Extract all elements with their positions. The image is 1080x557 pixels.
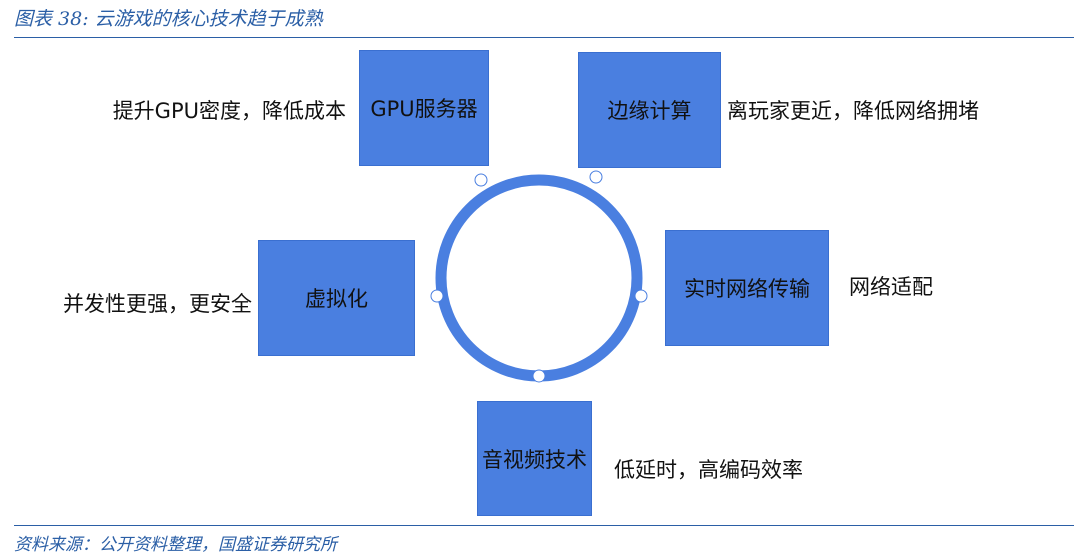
node-av-technology-label: 音视频技术 (482, 447, 587, 472)
node-av-technology-desc: 低延时，高编码效率 (614, 458, 803, 482)
ring-joint (589, 170, 603, 184)
node-gpu-server: GPU服务器 (359, 50, 489, 166)
ring-joint (474, 173, 488, 187)
node-virtualization-desc: 并发性更强，更安全 (63, 292, 252, 316)
node-edge-computing-label: 边缘计算 (607, 99, 692, 123)
node-realtime-network-desc: 网络适配 (849, 275, 933, 299)
node-av-technology: 音视频技术 (477, 401, 592, 516)
header-rule (14, 37, 1074, 38)
ring-circle (435, 174, 643, 382)
source-note: 资料来源：公开资料整理，国盛证券研究所 (14, 535, 337, 555)
node-virtualization-label: 虚拟化 (305, 287, 368, 311)
figure-title: 图表 38: 云游戏的核心技术趋于成熟 (14, 8, 323, 30)
footer-rule (14, 525, 1074, 526)
node-edge-computing-desc: 离玩家更近，降低网络拥堵 (727, 99, 979, 123)
node-realtime-network: 实时网络传输 (665, 230, 829, 346)
ring-joint (634, 289, 648, 303)
node-gpu-server-desc: 提升GPU密度，降低成本 (112, 99, 346, 123)
ring-joint (430, 289, 444, 303)
ring-joint (532, 369, 546, 383)
node-realtime-network-label: 实时网络传输 (684, 277, 810, 301)
node-gpu-server-label: GPU服务器 (370, 97, 478, 121)
node-virtualization: 虚拟化 (258, 240, 415, 356)
node-edge-computing: 边缘计算 (578, 52, 721, 168)
